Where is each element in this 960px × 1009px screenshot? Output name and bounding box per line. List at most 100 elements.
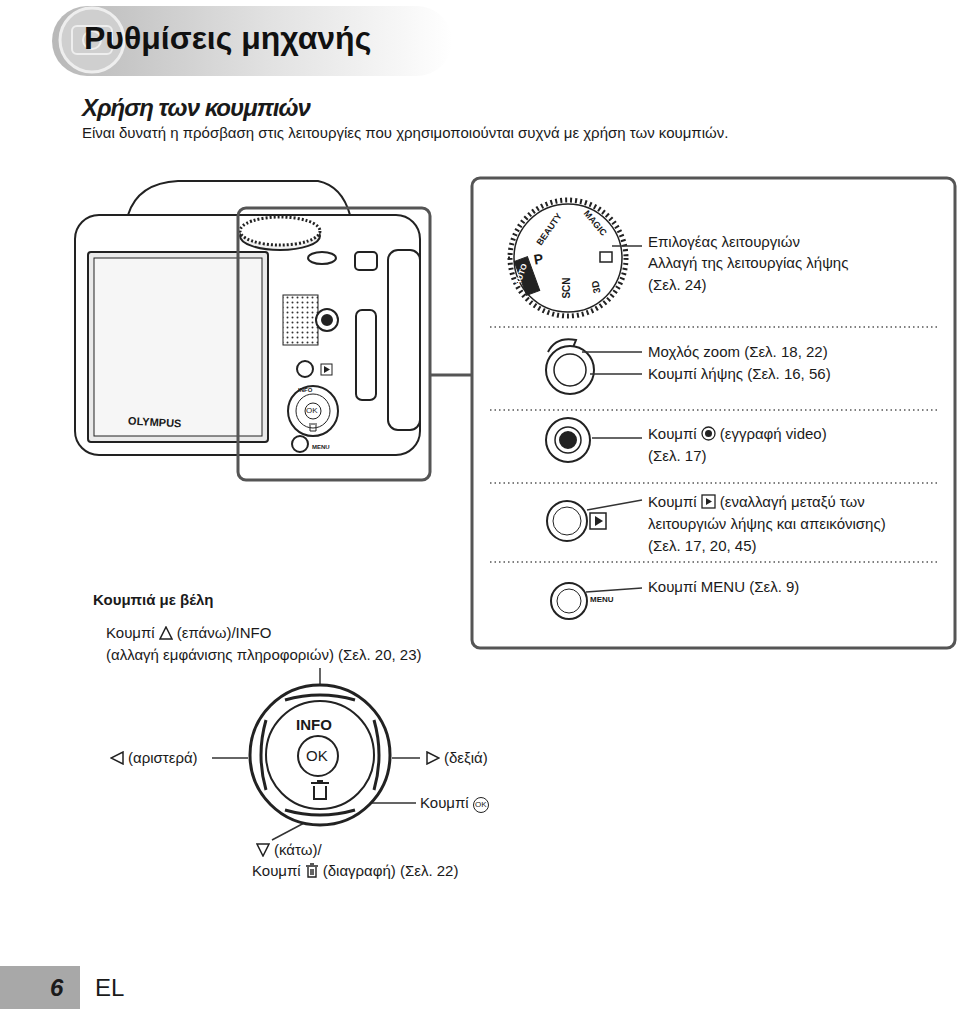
svg-path (427, 752, 439, 764)
text-row: (Σελ. 17) (648, 447, 706, 465)
svg-path (430, 374, 472, 377)
label-text: OK (473, 797, 489, 813)
text-row: OK (306, 406, 318, 416)
label-text: (Σελ. 17, 20, 45) (648, 537, 757, 554)
panel-buttons (546, 339, 606, 619)
up-icon (155, 624, 177, 641)
text-row: MENU (590, 595, 614, 605)
svg-circle (554, 354, 586, 386)
text-row: Κουμπί (εναλλαγή μεταξύ των (648, 493, 865, 511)
svg-path (319, 668, 321, 684)
label-text: 6 (50, 974, 63, 1001)
svg-rect (75, 215, 420, 455)
svg-circle (702, 427, 715, 440)
svg-path (257, 844, 269, 856)
svg-circle (555, 427, 581, 453)
svg-ellipse (308, 252, 336, 264)
page-tab (0, 966, 80, 1009)
svg-path (306, 864, 318, 877)
text-row: MENU (312, 444, 330, 451)
label-text: Μοχλός zoom (Σελ. 18, 22) (648, 343, 828, 360)
svg-circle (266, 701, 374, 809)
svg-svg (426, 751, 440, 765)
play-icon (697, 493, 720, 510)
label-text: OK (306, 406, 318, 415)
svg-path (285, 695, 355, 815)
svg-svg (110, 751, 124, 765)
svg-circle (298, 736, 338, 776)
header-band (52, 6, 452, 76)
text-row: OK (306, 747, 328, 765)
svg-path (595, 516, 603, 526)
svg-circle (250, 685, 390, 825)
label-text: OK (306, 747, 328, 764)
text-row: Επιλογέας λειτουργιών (648, 233, 800, 251)
text-row: Κουμπί (επάνω)/INFO (106, 624, 271, 642)
svg-circle (510, 200, 626, 316)
text-row: EL (95, 974, 124, 1003)
label-text: 3D (589, 280, 602, 295)
svg-rect (321, 364, 332, 375)
svg-path (706, 498, 712, 505)
svg-path (111, 752, 123, 764)
label-text: (κάτω)/ (274, 841, 322, 858)
label-text: (επάνω)/INFO (177, 624, 272, 641)
svg-circle (557, 589, 581, 613)
svg-circle (547, 501, 587, 541)
right-icon (422, 749, 444, 766)
text-row: INFO (298, 387, 312, 394)
svg-path (309, 424, 317, 431)
svg-svg (701, 426, 716, 441)
svg-path (212, 757, 248, 759)
svg-circle (297, 361, 313, 377)
svg-path (490, 327, 938, 562)
svg-rect (356, 310, 376, 400)
label-text: Κουμπί MENU (Σελ. 9) (648, 578, 799, 595)
label-text: Είναι δυνατή η πρόσβαση στις λειτουργίες… (82, 124, 728, 141)
svg-circle (305, 403, 321, 419)
label-text: Κουμπί λήψης (Σελ. 16, 56) (648, 365, 831, 382)
svg-path (392, 757, 420, 759)
svg-rect (590, 513, 606, 529)
svg-circle (296, 394, 330, 428)
svg-path (324, 366, 330, 373)
text-row: (δεξιά) (422, 749, 488, 767)
label-text: (εγγραφή video) (720, 425, 827, 442)
label-text: Χρήση των κουμπιών (82, 94, 310, 121)
label-text: Κουμπί (106, 624, 155, 641)
svg-svg (256, 843, 270, 857)
text-row: (Σελ. 17, 20, 45) (648, 537, 757, 555)
svg-circle (322, 315, 332, 325)
svg-path (586, 588, 642, 592)
label-text: EL (95, 974, 124, 1001)
label-text: Κουμπί (420, 794, 469, 811)
svg-circle (546, 418, 590, 462)
text-row: Κουμπί(διαγραφή) (Σελ. 22) (252, 862, 458, 880)
left-icon (106, 749, 128, 766)
svg-path (311, 781, 329, 799)
text-row: Κουμπί λήψης (Σελ. 16, 56) (648, 365, 831, 383)
label-text: Κουμπί (648, 493, 697, 510)
svg-rect (283, 295, 318, 345)
text-row: (αλλαγή εμφάνισης πληροφοριών) (Σελ. 20,… (106, 646, 422, 664)
svg-rect (238, 208, 430, 480)
text-row: OLYMPUS (128, 415, 182, 431)
svg-svg (159, 626, 173, 640)
label-text: OLYMPUS (128, 415, 182, 430)
label-text: (εναλλαγή μεταξύ των (720, 493, 865, 510)
page-title: Ρυθμίσεις μηχανής (84, 20, 371, 57)
rec-icon (697, 425, 720, 442)
dotted-separators (490, 327, 938, 562)
label-text: λειτουργιών λήψης και απεικόνισης) (648, 515, 886, 532)
svg-rect (702, 495, 715, 508)
label-text: SCN (561, 277, 572, 298)
svg-path (582, 352, 642, 374)
text-row: INFO (296, 716, 332, 734)
label-text: Επιλογέας λειτουργιών (648, 233, 800, 250)
label-text: (αλλαγή εμφάνισης πληροφοριών) (Σελ. 20,… (106, 646, 422, 663)
label-text: (Σελ. 24) (648, 276, 706, 293)
label-text: MENU (590, 595, 614, 604)
svg-rect (355, 252, 377, 270)
label-text: Κουμπιά με βέλη (93, 591, 214, 608)
text-row: 3D (589, 280, 603, 295)
